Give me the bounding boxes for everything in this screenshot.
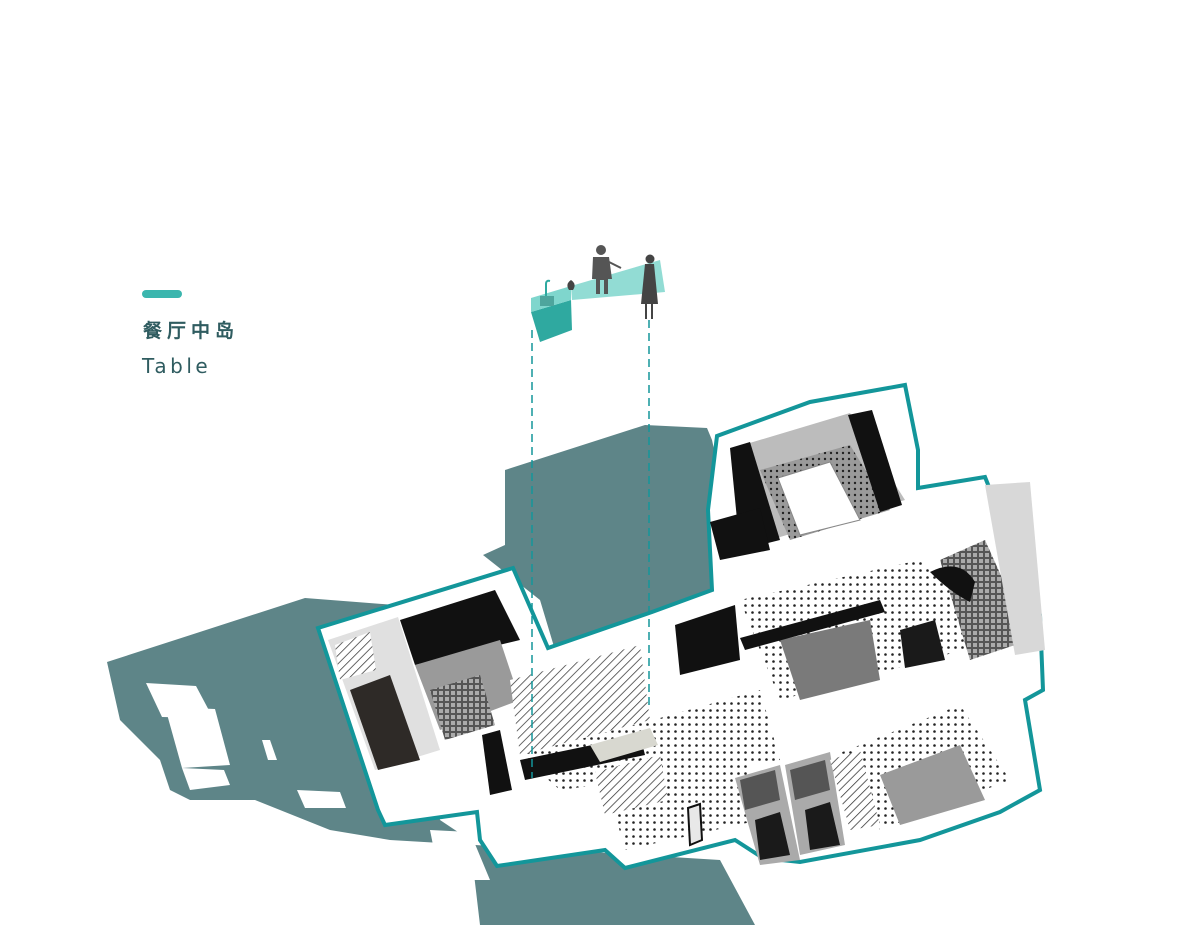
legend-title-en: Table <box>142 354 212 378</box>
dining-island-illustration <box>531 245 665 342</box>
ground-shadow <box>107 425 755 925</box>
leader-lines <box>531 320 650 778</box>
legend-title-zh: 餐厅中岛 <box>143 320 240 342</box>
legend-marker <box>142 290 182 298</box>
floor-plan-body <box>315 382 1046 871</box>
